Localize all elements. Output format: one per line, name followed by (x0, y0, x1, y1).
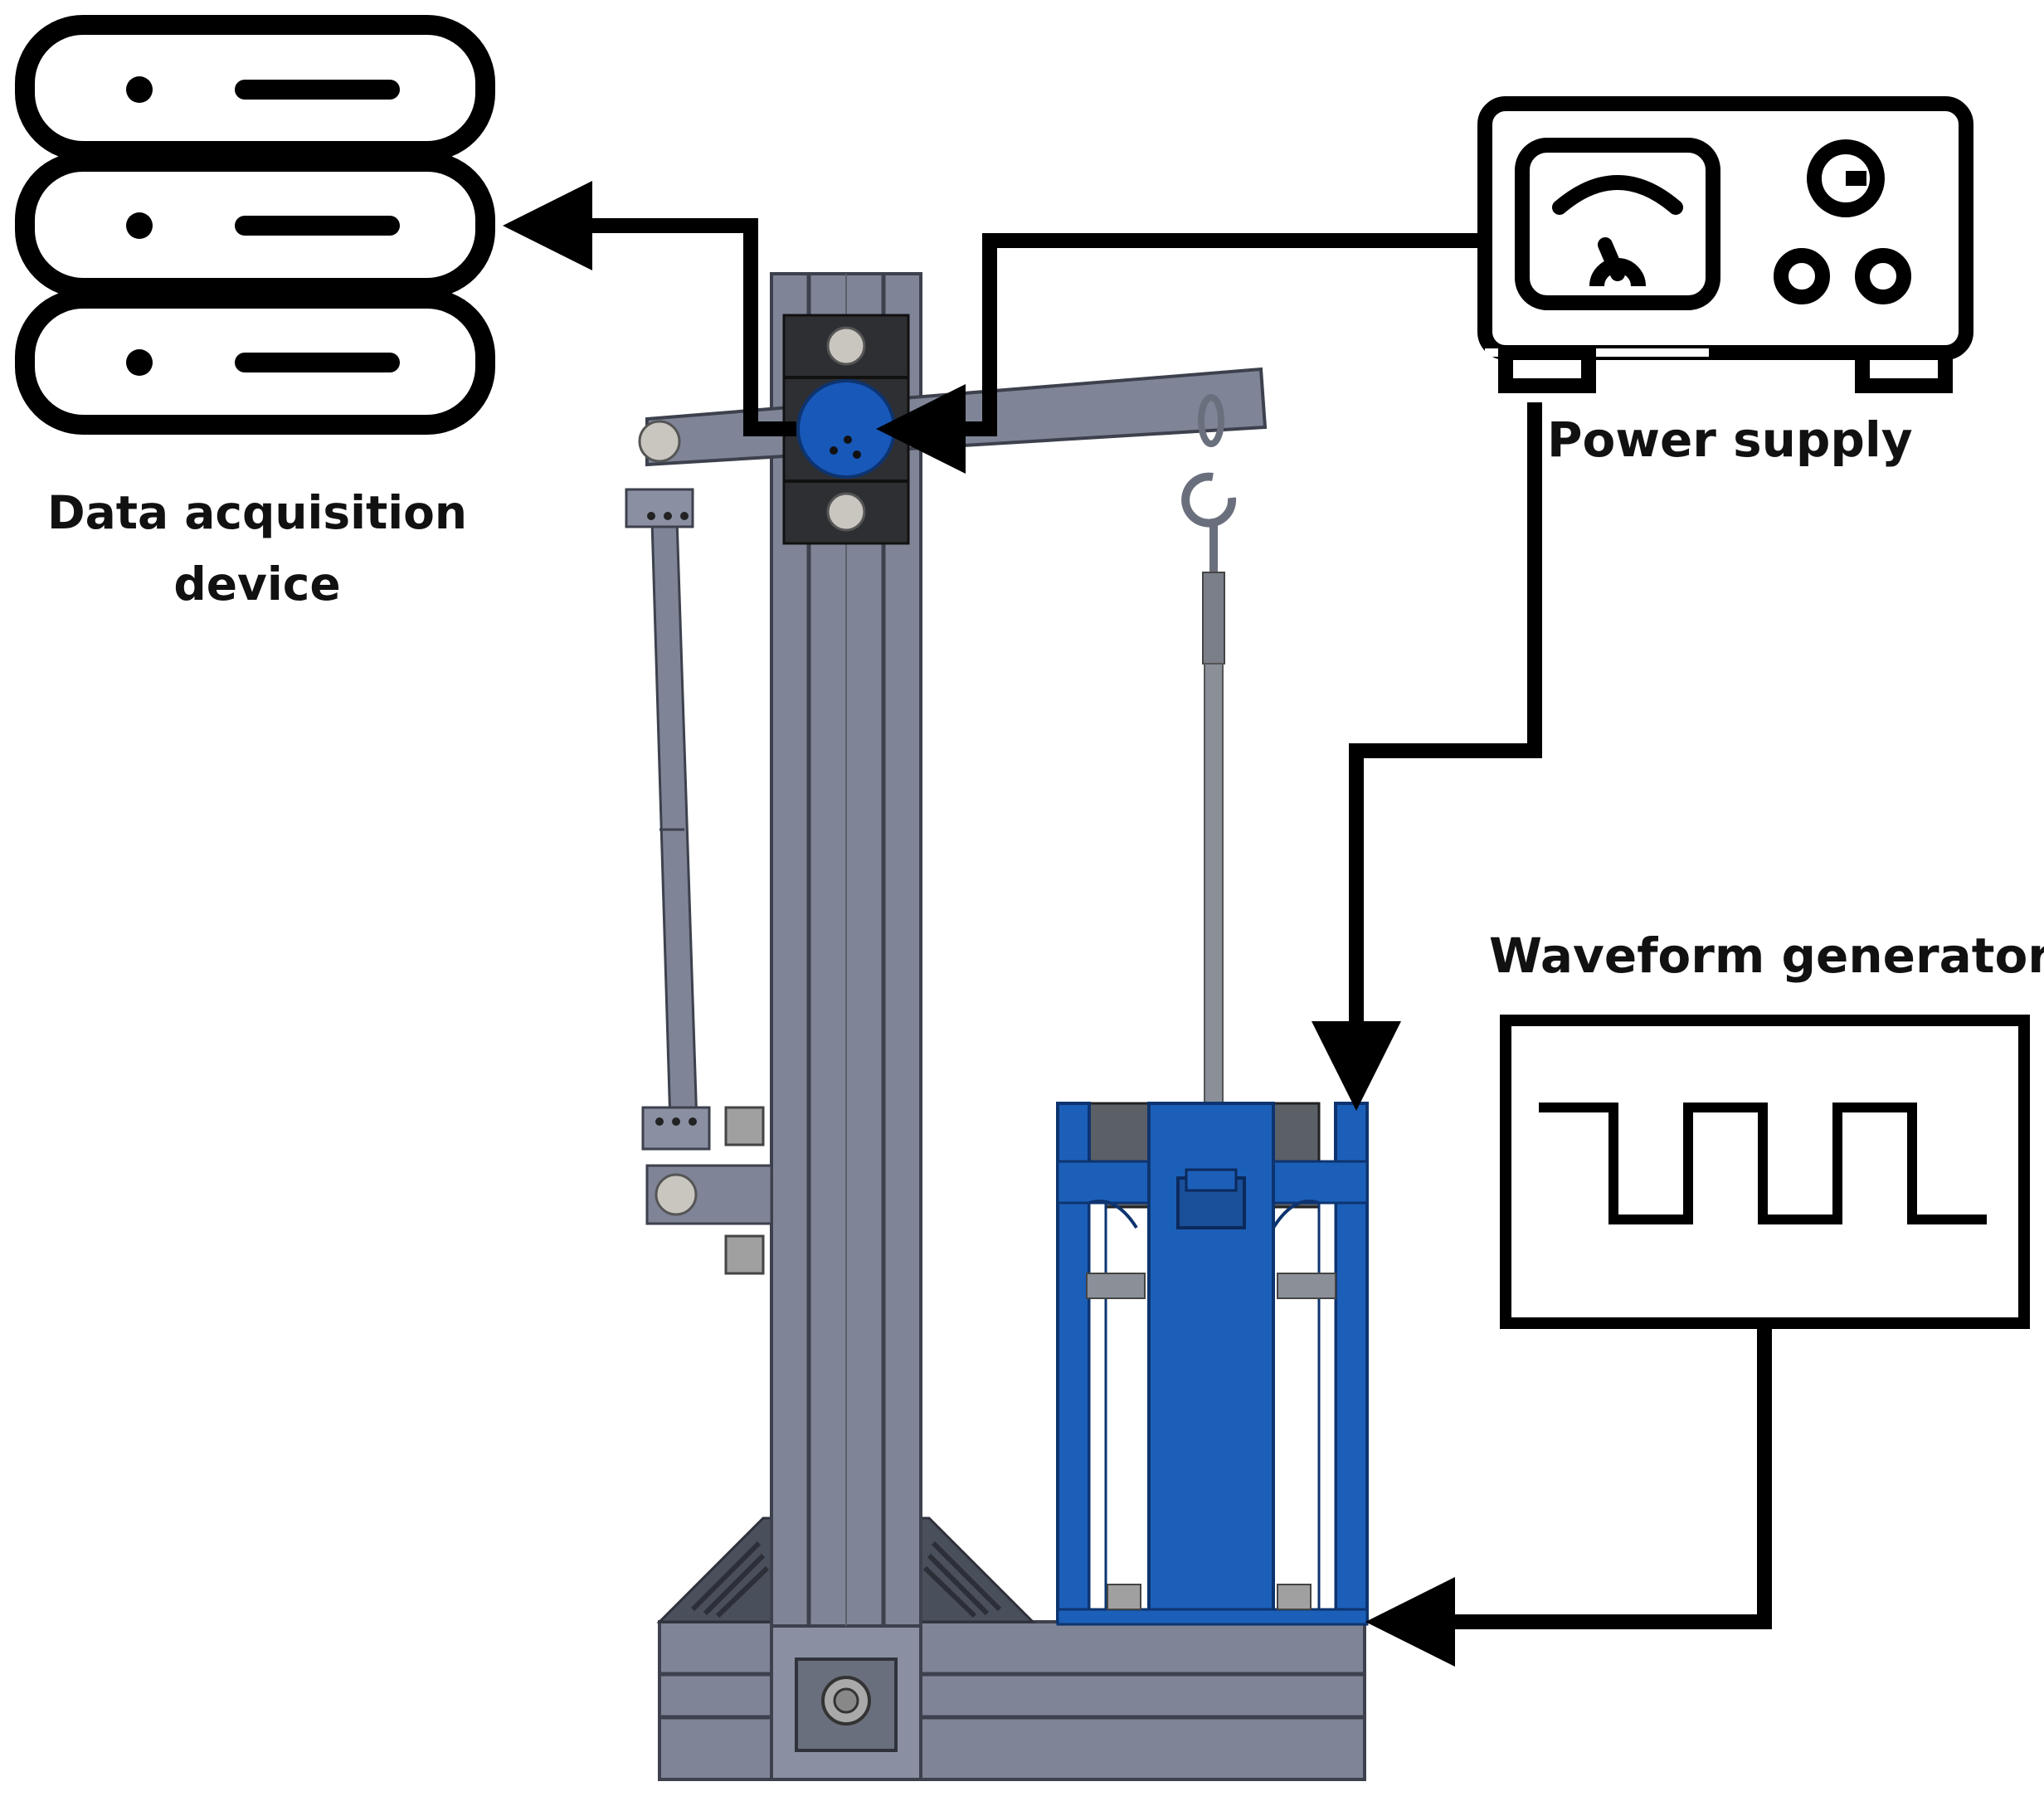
data-acquisition-label-line1: Data acquisition (46, 486, 468, 539)
force-sensor (796, 379, 896, 479)
test-rig (625, 272, 1369, 1781)
base-frame (658, 1620, 1366, 1781)
data-acquisition-label: Data acquisition device (17, 477, 498, 620)
wires (503, 181, 1772, 1667)
waveform-generator-box (1500, 1015, 2030, 1329)
wire-waveform-to-actuator (1365, 1323, 1772, 1667)
hook-and-rod (1181, 394, 1237, 1108)
actuator-frame (1056, 1102, 1369, 1626)
wire-power-to-sensor (876, 233, 1485, 474)
wire-sensor-to-daq (503, 181, 796, 436)
data-acquisition-label-line2: device (173, 557, 341, 611)
power-supply-label: Power supply (1547, 411, 1913, 468)
corner-bracket-right (919, 1516, 1036, 1623)
sensor-mount (782, 314, 910, 545)
corner-bracket-left (656, 1516, 773, 1623)
square-wave-icon (1539, 1103, 1987, 1224)
lever-arm (645, 367, 1268, 467)
waveform-generator-label: Waveform generator (1489, 927, 2044, 984)
server-stack-icon (15, 15, 495, 435)
power-supply-icon (1477, 96, 1973, 393)
linkage-arm (625, 420, 773, 1275)
wire-power-to-actuator (1312, 402, 1542, 1111)
